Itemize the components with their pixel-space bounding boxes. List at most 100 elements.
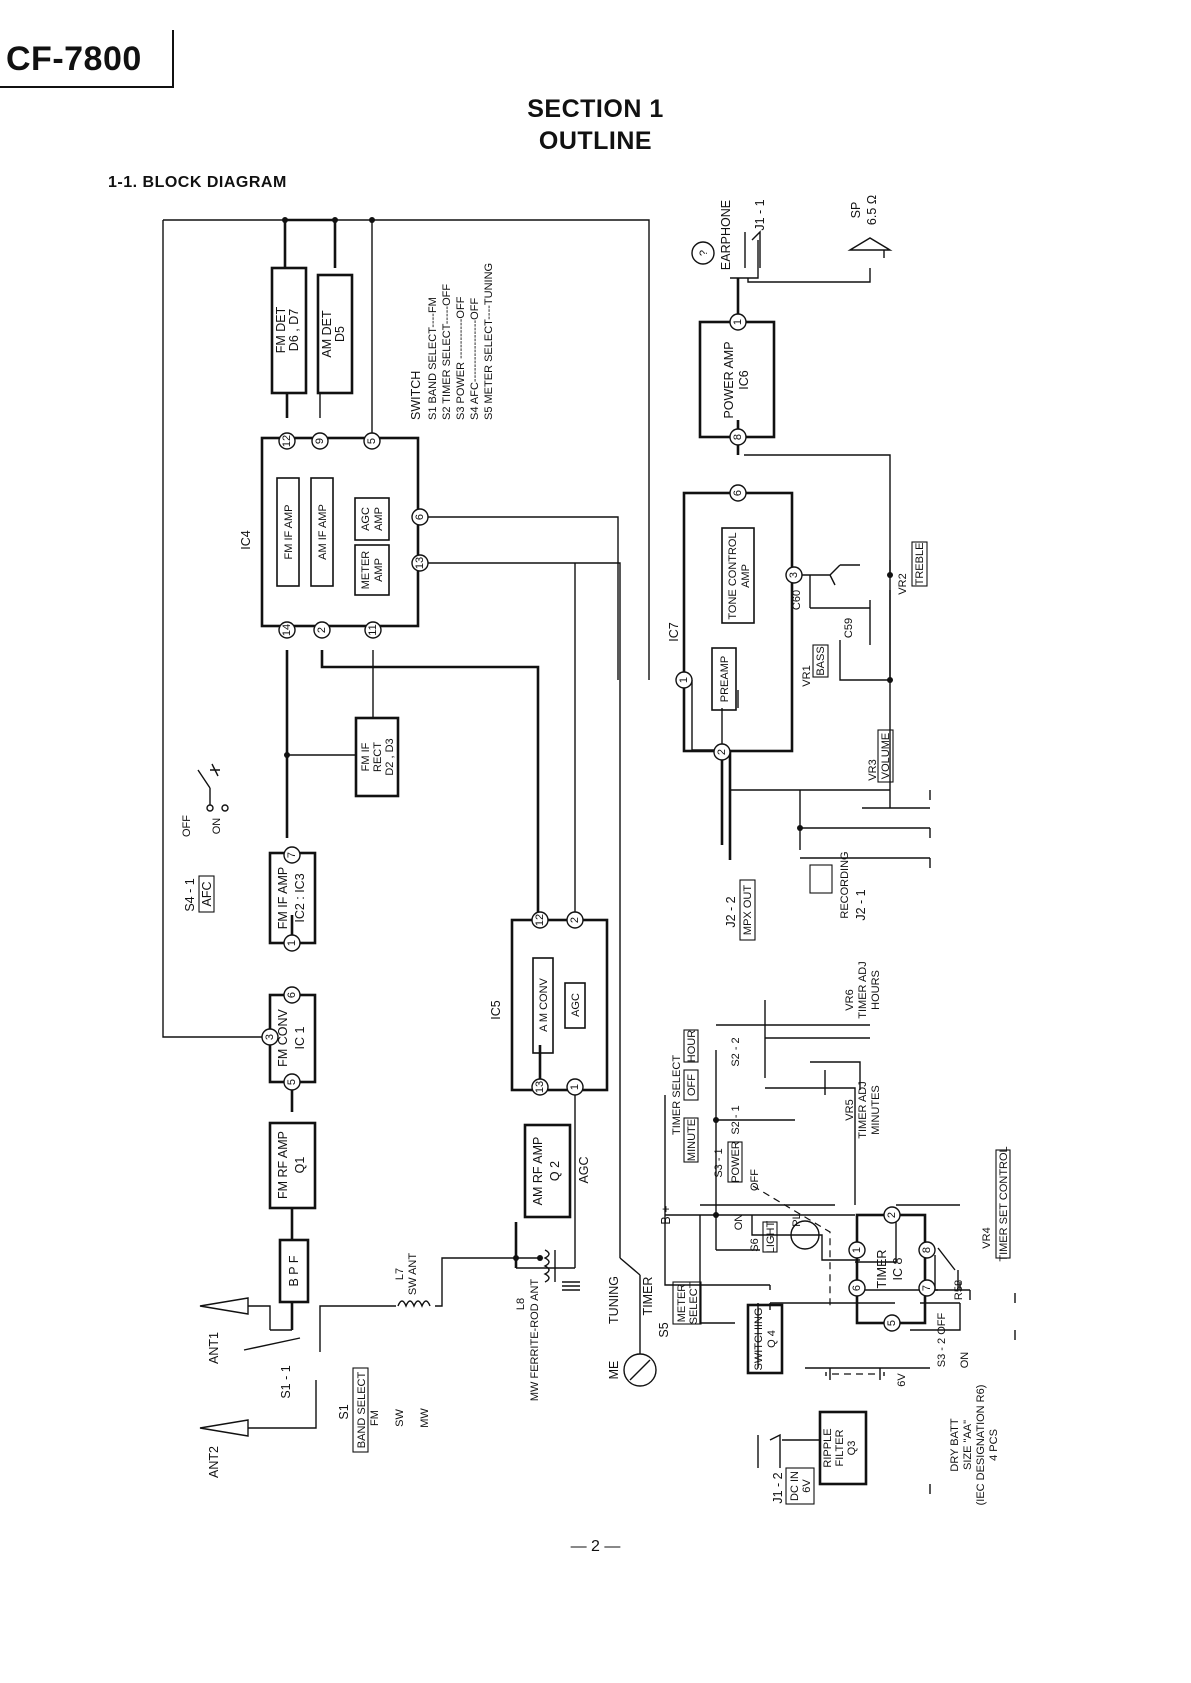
s1-label: S1 <box>337 1404 351 1419</box>
meter-amp-2: AMP <box>373 558 385 582</box>
ant1-icon <box>199 1297 249 1315</box>
svg-text:2: 2 <box>569 917 581 923</box>
hour-label: HOUR <box>686 1030 698 1062</box>
svg-text:6: 6 <box>851 1285 863 1291</box>
vr3-label: VR3 <box>867 759 879 780</box>
s3-1-off-label: OFF <box>749 1169 761 1191</box>
l8-label: L8 <box>515 1298 527 1310</box>
six-v-label: 6V <box>896 1373 908 1387</box>
afc-switch: S4 - 1 AFC OFF ON <box>181 804 229 913</box>
battery-icon <box>825 1368 885 1380</box>
s1-1-label: S1 - 1 <box>279 1365 293 1398</box>
switch-legend-line-5: S5 METER SELECT----TUNING <box>483 263 495 420</box>
dc-in-label: DC IN <box>789 1471 801 1501</box>
svg-text:11: 11 <box>367 624 379 635</box>
switch-legend-line-3: S3 POWER -----------OFF <box>455 296 467 420</box>
block-fm-det: FM DET D6 , D7 <box>270 266 308 395</box>
svg-text:3: 3 <box>264 1034 276 1040</box>
afc-on-label: ON <box>211 818 223 835</box>
sw-coil-icon <box>397 1300 431 1308</box>
junction-dots <box>282 217 893 1261</box>
me-label: ME <box>607 1361 621 1380</box>
ic4-fm-if-amp: FM IF AMP <box>283 505 295 560</box>
timer-set-control-label: TIMER SET CONTROL <box>998 1146 1010 1261</box>
agc-amp-1: AGC <box>360 507 372 531</box>
fm-if-amp-ic: IC2 : IC3 <box>293 873 307 922</box>
block-ic5: IC5 A M CONV AGC <box>489 918 609 1092</box>
fm-if-rect-2: RECT <box>372 742 384 772</box>
svg-text:12: 12 <box>534 914 546 926</box>
svg-text:3: 3 <box>788 572 800 578</box>
switching-label: SWITCHING <box>753 1308 765 1371</box>
block-switching: SWITCHING Q 4 <box>746 1303 784 1375</box>
block-fm-if-rect: FM IF RECT D2 , D3 <box>354 716 400 798</box>
vr5-desc: TIMER ADJ <box>857 1081 869 1138</box>
meter-section: ME TUNING TIMER S5 METER SELECT <box>607 1257 702 1387</box>
meter-amp-1: METER <box>360 551 372 590</box>
r58-label: R58 <box>953 1280 965 1300</box>
batt-label-2: SIZE "AA" <box>962 1420 974 1470</box>
volume-label: VOLUME <box>880 733 892 779</box>
dc-jack-icon <box>757 1433 820 1468</box>
svg-text:1: 1 <box>732 319 744 325</box>
vr5-label: VR5 <box>844 1099 856 1120</box>
switch-legend-line-2: S2 TIMER SELECT-----OFF <box>441 284 453 420</box>
vr4-label: VR4 <box>981 1227 993 1248</box>
vr6-label: VR6 <box>844 989 856 1010</box>
recording-label: RECORDING <box>839 851 851 918</box>
c59-label: C59 <box>843 618 855 638</box>
c60-label: C60 <box>791 590 803 610</box>
svg-text:8: 8 <box>732 434 744 440</box>
sp-label: SP <box>849 202 863 219</box>
svg-text:5: 5 <box>286 1079 298 1085</box>
s2-2-label: S2 - 2 <box>730 1037 742 1066</box>
dc-in-voltage: 6V <box>801 1479 813 1493</box>
band-mw: MW <box>419 1408 431 1428</box>
ant2-label: ANT2 <box>207 1446 221 1478</box>
block-timer: TIMER IC 8 <box>855 1213 927 1325</box>
agc-line-label: AGC <box>577 1156 591 1183</box>
power-label: POWER <box>730 1141 742 1183</box>
svg-text:1: 1 <box>851 1247 863 1253</box>
earphone-icon <box>691 241 715 265</box>
svg-text:2: 2 <box>716 749 728 755</box>
svg-text:13: 13 <box>534 1081 546 1093</box>
svg-text:6: 6 <box>286 992 298 998</box>
ant2-icon <box>199 1419 249 1437</box>
j1-1-jack-icon <box>744 230 761 268</box>
speaker-icon <box>847 237 893 258</box>
band-sw: SW <box>394 1409 406 1427</box>
afc-off-label: OFF <box>181 815 193 837</box>
s6-label: S6 <box>749 1238 761 1251</box>
switching-q: Q 4 <box>766 1330 778 1348</box>
antenna-inputs: ANT1 ANT2 S1 - 1 S1 BAND SELECT FM SW MW… <box>199 1249 580 1478</box>
block-ripple-filter: RIPPLE FILTER Q3 <box>818 1410 868 1486</box>
svg-text:6: 6 <box>414 514 426 520</box>
svg-text:9: 9 <box>314 438 326 444</box>
block-ic7: IC7 TONE CONTROL AMP PREAMP <box>667 491 794 753</box>
s6-on-label: ON <box>733 1214 745 1231</box>
am-det-label: AM DET <box>320 310 334 358</box>
svg-text:14: 14 <box>281 624 293 636</box>
am-conv-label: A M CONV <box>538 977 550 1031</box>
bass-label: BASS <box>815 646 827 675</box>
l7-label: L7 <box>394 1268 406 1280</box>
switch-legend-line-4: S4 AFC-----------------OFF <box>469 298 481 420</box>
j2-1-label: J2 - 1 <box>854 889 868 920</box>
svg-text:7: 7 <box>921 1285 933 1291</box>
l7-desc: SW ANT <box>407 1253 419 1295</box>
svg-text:1: 1 <box>569 1084 581 1090</box>
vr5-unit: MINUTES <box>870 1085 882 1135</box>
earphone-label: EARPHONE <box>719 200 733 270</box>
band-fm: FM <box>369 1410 381 1426</box>
ground-symbols <box>210 763 1016 1494</box>
tone-control-2: AMP <box>740 564 752 588</box>
batt-label-1: DRY BATT <box>949 1418 961 1471</box>
s3-2-on-label: ON <box>959 1352 971 1369</box>
s3-1-label: S3 - 1 <box>713 1148 725 1177</box>
ic5-label: IC5 <box>489 1000 503 1020</box>
section-title: SECTION 1 <box>527 95 664 123</box>
block-ic4: IC4 FM IF AMP AM IF AMP AGC AMP METER AM… <box>239 436 420 628</box>
block-diagram-heading: 1-1. BLOCK DIAGRAM <box>108 174 287 191</box>
timer-label: TIMER <box>875 1250 889 1289</box>
